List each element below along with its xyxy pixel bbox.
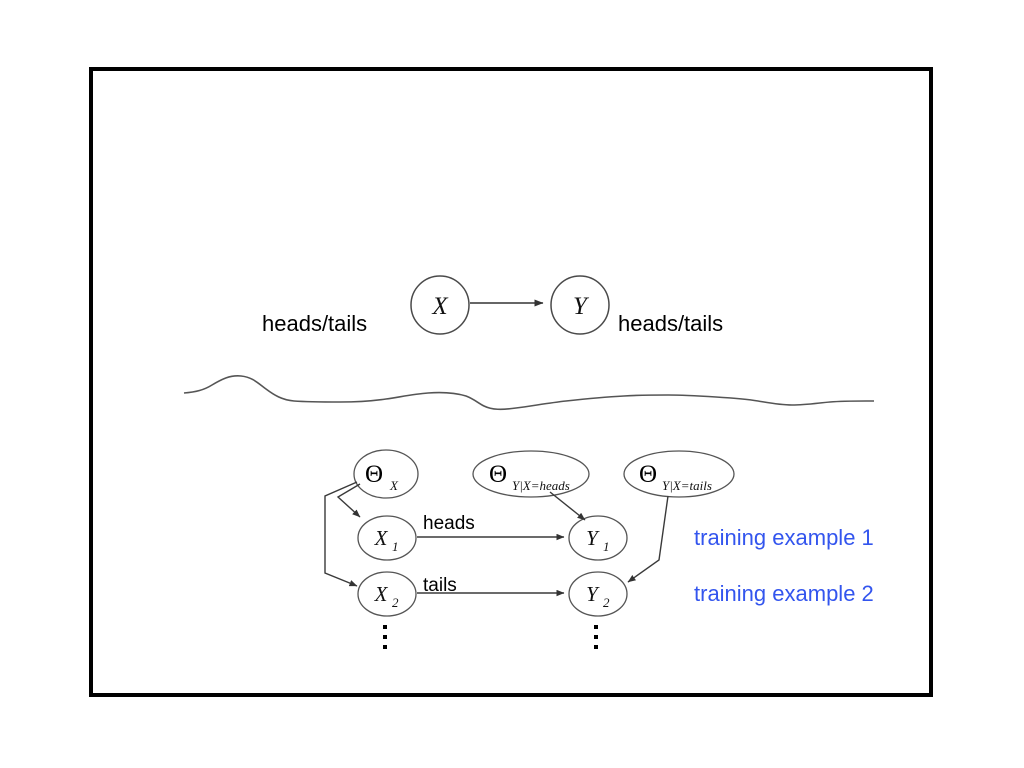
slide-frame-border	[89, 67, 933, 697]
